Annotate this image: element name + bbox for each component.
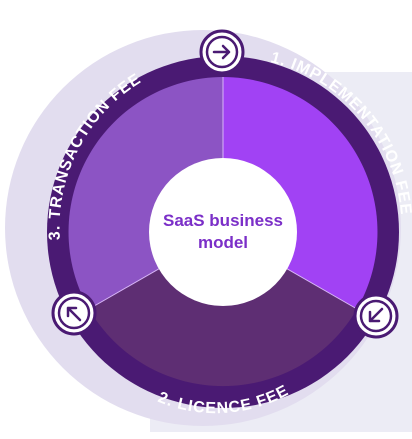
center-title-line2: model xyxy=(198,233,248,252)
center-title-line1: SaaS business xyxy=(163,211,283,230)
arrow-down-left-icon xyxy=(353,293,399,339)
arrow-right-icon xyxy=(199,29,245,75)
arrow-up-left-icon xyxy=(51,290,97,336)
center-circle xyxy=(149,158,297,306)
